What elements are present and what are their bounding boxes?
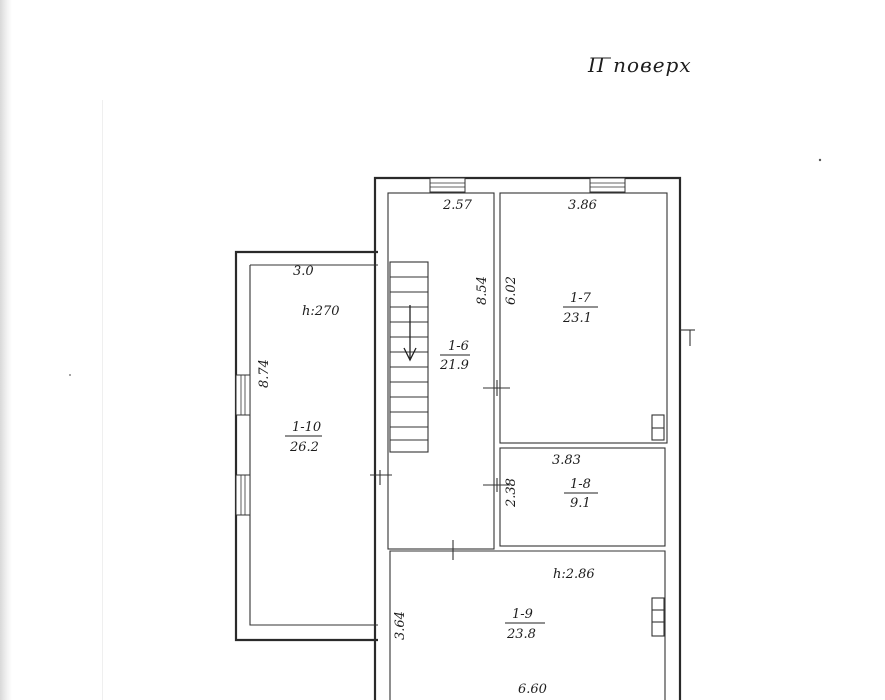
dim-1-6-width: 2.57 bbox=[442, 198, 473, 213]
left-windows bbox=[235, 374, 251, 516]
scan-speck bbox=[69, 374, 71, 376]
dim-1-9-length: 3.64 bbox=[393, 611, 408, 640]
room-label-1-6: 1-6 21.9 bbox=[439, 339, 470, 373]
dim-1-9-width: 6.60 bbox=[518, 682, 547, 697]
ceiling-height-bottom: h:2.86 bbox=[553, 567, 595, 582]
door-marks bbox=[370, 329, 695, 560]
room-label-1-9: 1-9 23.8 bbox=[505, 607, 545, 642]
outer-walls bbox=[234, 176, 682, 700]
dim-1-7-width: 3.86 bbox=[568, 198, 597, 213]
room-label-1-8: 1-8 9.1 bbox=[564, 477, 598, 511]
top-windows bbox=[429, 177, 626, 193]
room-1-6 bbox=[387, 192, 495, 550]
stair-direction-arrow bbox=[403, 305, 417, 362]
svg-text:26.2: 26.2 bbox=[289, 440, 319, 455]
staircase bbox=[389, 261, 429, 453]
svg-text:1-9: 1-9 bbox=[512, 607, 533, 622]
dim-1-6-length: 8.54 bbox=[475, 276, 490, 305]
room-1-8 bbox=[499, 447, 666, 547]
ceiling-height-left: h:270 bbox=[302, 304, 340, 319]
floor-title: II поверх bbox=[587, 53, 692, 77]
room-1-7 bbox=[499, 192, 668, 444]
svg-text:23.1: 23.1 bbox=[562, 311, 592, 326]
svg-text:1-6: 1-6 bbox=[448, 339, 469, 354]
dim-1-7-length: 6.02 bbox=[504, 276, 519, 305]
svg-text:23.8: 23.8 bbox=[506, 627, 536, 642]
dim-1-10-length: 8.74 bbox=[257, 359, 272, 388]
room-label-1-10: 1-10 26.2 bbox=[285, 420, 322, 455]
svg-text:21.9: 21.9 bbox=[439, 358, 469, 373]
svg-text:1-10: 1-10 bbox=[292, 420, 321, 435]
svg-text:1-7: 1-7 bbox=[570, 291, 592, 306]
scan-margin-line bbox=[102, 100, 103, 700]
room-1-9 bbox=[389, 550, 666, 700]
room-label-1-7: 1-7 23.1 bbox=[562, 291, 598, 326]
scan-speck bbox=[818, 158, 822, 162]
dim-1-10-width: 3.0 bbox=[293, 264, 314, 279]
svg-text:9.1: 9.1 bbox=[570, 496, 591, 511]
dim-1-8-length: 2.38 bbox=[504, 478, 519, 508]
dim-1-8-width: 3.83 bbox=[552, 453, 581, 468]
page-edge-shadow bbox=[0, 0, 12, 700]
svg-text:1-8: 1-8 bbox=[570, 477, 591, 492]
